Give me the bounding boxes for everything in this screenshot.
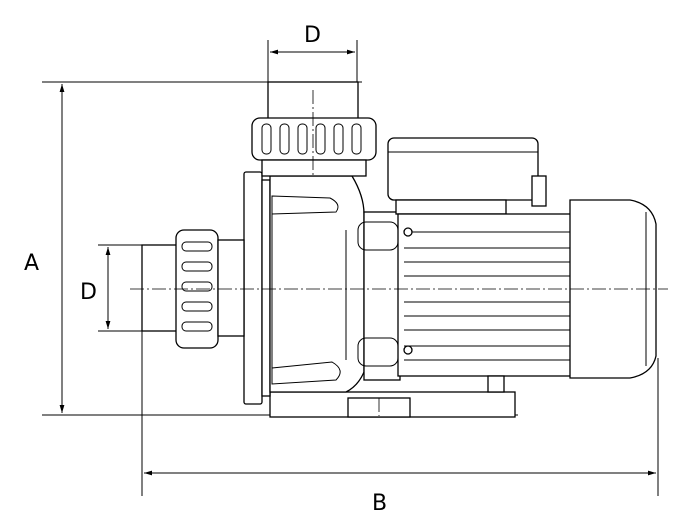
discharge-outlet [251, 81, 377, 177]
dim-label-a: A [24, 251, 39, 276]
terminal-box [387, 137, 547, 215]
dim-label-d-top: D [304, 23, 321, 48]
dimension-b [141, 330, 659, 496]
pump-flange [243, 171, 271, 405]
pump-housing [269, 175, 401, 393]
motor-body [397, 213, 592, 393]
dim-label-d-side: D [80, 280, 97, 305]
pump-base [269, 391, 516, 418]
dim-label-b: B [372, 491, 387, 516]
dimension-d-side [98, 244, 146, 332]
center-lines [130, 90, 668, 416]
